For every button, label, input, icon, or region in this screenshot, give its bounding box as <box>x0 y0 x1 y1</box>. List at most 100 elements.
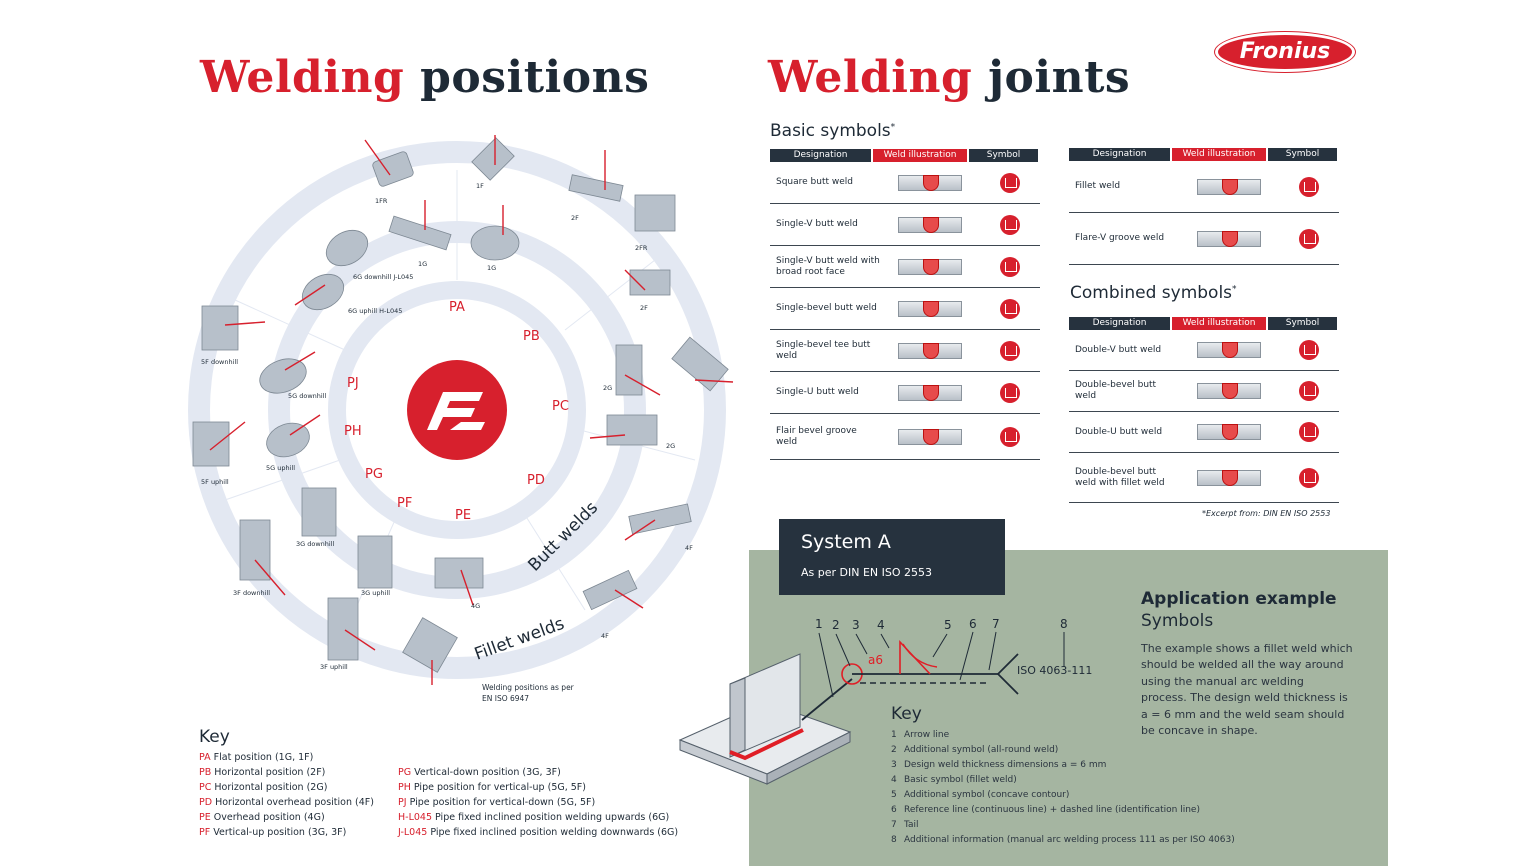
weld-illustration <box>1197 469 1261 486</box>
table-row: Single-V butt weld with broad root face <box>770 246 1040 288</box>
weld-symbol-icon <box>1000 298 1020 319</box>
excerpt-footnote: *Excerpt from: DIN EN ISO 2553 <box>1202 509 1331 518</box>
weld-symbol-icon <box>1299 176 1319 197</box>
label-5f-uphill: 5F uphill <box>201 478 229 486</box>
key-item: PA Flat position (1G, 1F) <box>199 752 314 763</box>
key-item: PD Horizontal overhead position (4F) <box>199 797 374 808</box>
weld-symbol-icon <box>1299 340 1319 360</box>
system-a-title: System A <box>801 531 891 553</box>
label-5g-downhill: 5G downhill <box>288 392 327 400</box>
table-header: Designation Weld illustration Symbol <box>770 149 1040 162</box>
label-2fr: 2FR <box>635 244 648 252</box>
combined-symbols-table: Designation Weld illustration Symbol Dou… <box>1069 317 1339 503</box>
joints-title: Welding joints <box>768 52 1130 103</box>
tail <box>997 653 1019 675</box>
weld-seam <box>729 728 804 761</box>
weld-symbol-icon <box>1000 256 1020 277</box>
arrow-line <box>801 678 853 721</box>
table-header: Designation Weld illustration Symbol <box>1069 148 1339 161</box>
code-pg: PG <box>365 467 383 482</box>
table-row: Double-U butt weld <box>1069 412 1339 453</box>
label-5f-downhill: 5F downhill <box>201 358 238 366</box>
label-3g-downhill: 3G downhill <box>296 540 335 548</box>
positions-key-title: Key <box>199 727 230 747</box>
weld-symbol-icon <box>1000 382 1020 403</box>
positions-title-red: Welding <box>200 52 405 103</box>
positions-key-right: PG Vertical-down position (3G, 3F) PH Pi… <box>398 765 678 840</box>
weld-illustration <box>898 174 962 191</box>
label-1g-b: 1G <box>487 264 496 272</box>
label-4f-a: 4F <box>685 544 693 552</box>
torch-lines <box>209 135 734 685</box>
label-1g-a: 1G <box>418 260 427 268</box>
svg-text:1: 1 <box>815 617 823 631</box>
weld-symbol-icon <box>1299 228 1319 249</box>
label-3g-uphill: 3G uphill <box>361 589 390 597</box>
positions-key-left: PA Flat position (1G, 1F) PB Horizontal … <box>199 750 374 840</box>
basic-symbols-title: Basic symbols* <box>770 121 896 141</box>
label-2g-a: 2G <box>603 384 612 392</box>
table-row: Single-V butt weld <box>770 204 1040 246</box>
label-2f-b: 2F <box>640 304 648 312</box>
code-pf: PF <box>397 496 412 511</box>
key-item: PG Vertical-down position (3G, 3F) <box>398 767 561 778</box>
table-row: Double-bevel butt weld with fillet weld <box>1069 453 1339 503</box>
key-item: PB Horizontal position (2F) <box>199 767 326 778</box>
weld-illustration <box>898 300 962 317</box>
key-item: PE Overhead position (4G) <box>199 812 325 823</box>
table-row: Single-bevel tee butt weld <box>770 330 1040 372</box>
weld-illustration <box>1197 178 1261 195</box>
code-pa: PA <box>449 300 465 315</box>
label-6g-uphill: 6G uphill H-L045 <box>348 307 402 315</box>
concave-symbol <box>902 643 938 668</box>
svg-text:8: 8 <box>1060 617 1068 631</box>
svg-text:2: 2 <box>832 618 840 632</box>
svg-text:7: 7 <box>992 617 1000 631</box>
key-item: PJ Pipe position for vertical-down (5G, … <box>398 797 596 808</box>
table-row: Flair bevel groove weld <box>770 414 1040 460</box>
key-item: PH Pipe position for vertical-up (5G, 5F… <box>398 782 586 793</box>
position-sketches <box>192 137 729 673</box>
weld-symbol-icon <box>1299 422 1319 442</box>
key-item: PF Vertical-up position (3G, 3F) <box>199 827 347 838</box>
system-a-panel <box>749 550 1388 866</box>
basic-symbols-table-2: Designation Weld illustration Symbol Fil… <box>1069 148 1339 265</box>
positions-title-dark: positions <box>420 52 650 103</box>
svg-text:6: 6 <box>969 617 977 631</box>
joints-title-red: Welding <box>768 52 973 103</box>
svg-text:4: 4 <box>877 618 885 632</box>
label-3f-uphill: 3F uphill <box>320 663 348 671</box>
label-6g-downhill: 6G downhill J-L045 <box>353 273 413 281</box>
positions-wheel: PA PB PC PD PE PF PG PH PJ Butt welds Fi… <box>188 135 734 685</box>
weld-illustration <box>898 258 962 275</box>
fillet-symbol <box>899 639 931 675</box>
code-pe: PE <box>455 508 471 523</box>
code-pb: PB <box>523 329 540 344</box>
table-row: Double-V butt weld <box>1069 330 1339 371</box>
weld-illustration <box>898 384 962 401</box>
application-title: Application example <box>1141 589 1337 609</box>
fillet-ring <box>188 141 726 679</box>
weld-size-text: a6 <box>868 653 883 667</box>
weld-illustration <box>898 342 962 359</box>
joints-title-dark: joints <box>988 52 1131 103</box>
label-2f-a: 2F <box>571 214 579 222</box>
code-pc: PC <box>552 399 569 414</box>
table-row: Double-bevel butt weld <box>1069 371 1339 412</box>
weld-illustration <box>1197 230 1261 247</box>
application-text: The example shows a fillet weld which sh… <box>1141 642 1353 738</box>
basic-symbols-table: Designation Weld illustration Symbol Squ… <box>770 149 1040 460</box>
label-5g-uphill: 5G uphill <box>266 464 295 472</box>
weld-symbol-icon <box>1299 467 1319 488</box>
table-header: Designation Weld illustration Symbol <box>1069 317 1339 330</box>
system-a-subtitle: As per DIN EN ISO 2553 <box>801 566 933 579</box>
weld-illustration <box>1197 424 1261 440</box>
